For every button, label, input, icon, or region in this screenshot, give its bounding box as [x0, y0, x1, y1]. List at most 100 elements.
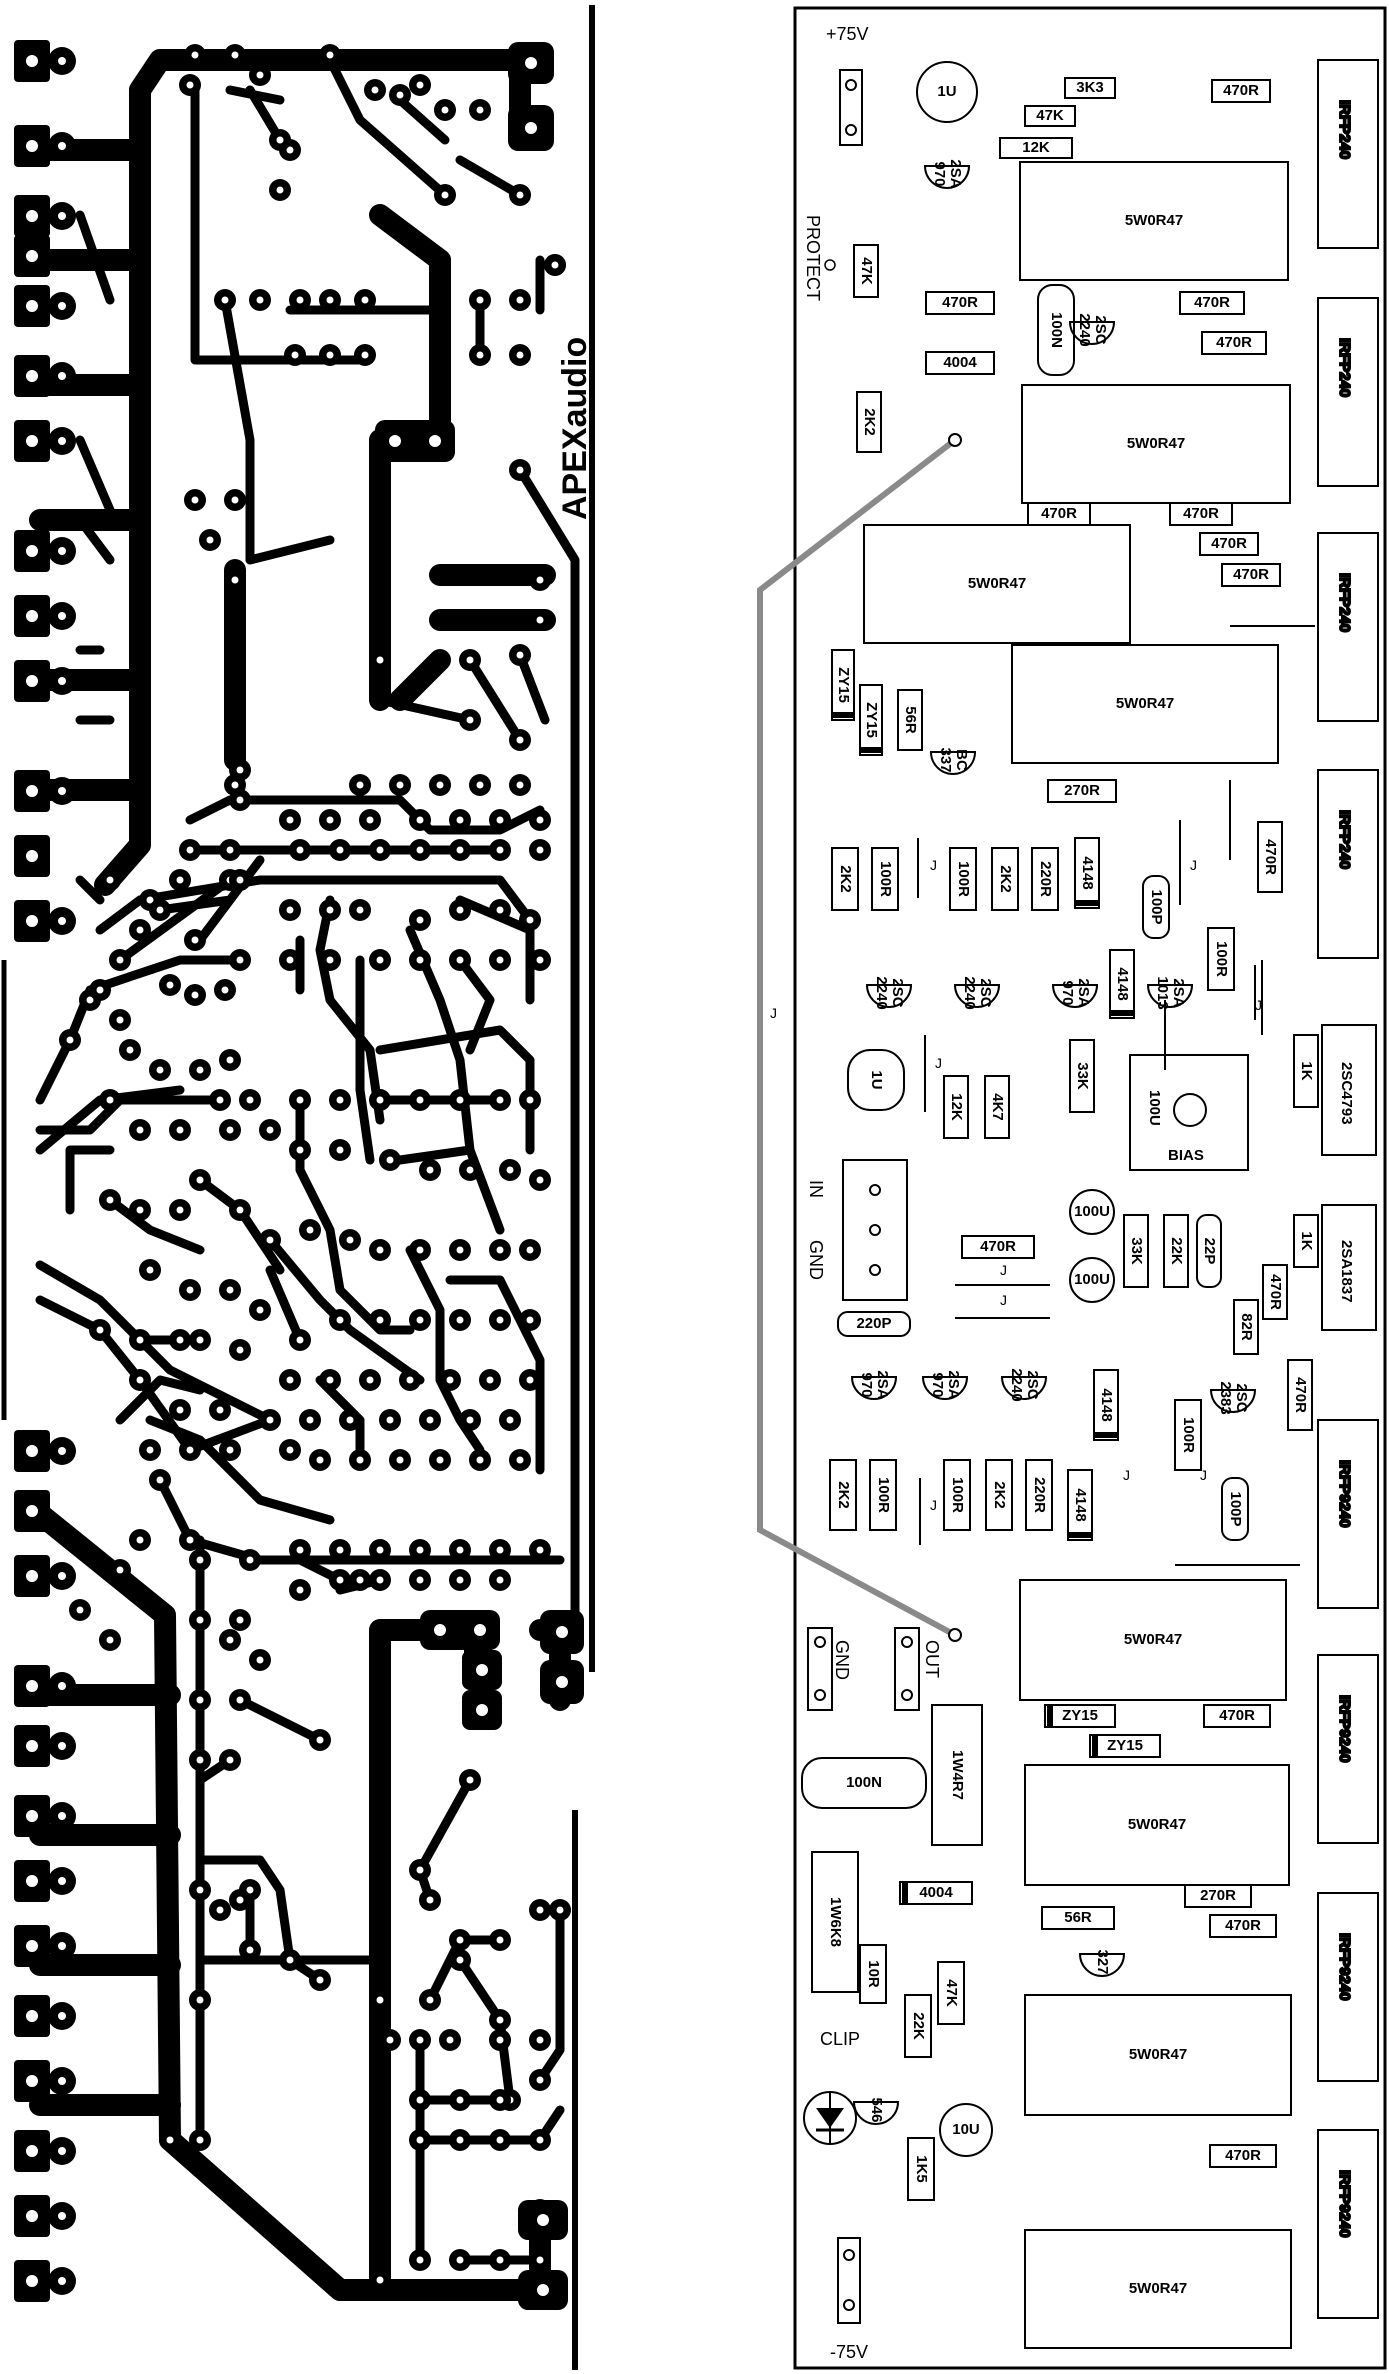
component-r22k_b[interactable]: 22K [904, 1994, 932, 2058]
component-r2k2_d[interactable]: 2K2 [829, 1459, 857, 1531]
component-t2sa970_d[interactable]: 2SA970 [921, 1370, 969, 1400]
component-r100_d[interactable]: 100R [1174, 1399, 1202, 1471]
component-r220_a[interactable]: 220R [1031, 847, 1059, 911]
component-zy15_a[interactable]: ZY15 [831, 649, 855, 721]
component-res5w_5[interactable]: 5W0R47 [1019, 1579, 1287, 1701]
component-r470_d[interactable]: 470R [1201, 331, 1267, 355]
component-c10u[interactable]: 10U [939, 2103, 993, 2157]
component-t2sc2240_d[interactable]: 2SC2240 [1000, 1368, 1048, 1402]
component-t2sc2240_a[interactable]: 2SC2240 [1068, 313, 1116, 347]
component-r4k7[interactable]: 4K7 [984, 1075, 1010, 1139]
component-zy15_b[interactable]: ZY15 [859, 684, 883, 756]
component-r100_a[interactable]: 100R [871, 847, 899, 911]
component-res5w_7[interactable]: 5W0R47 [1024, 1994, 1292, 2116]
component-r470_b[interactable]: 470R [925, 291, 995, 315]
component-t2sc2383[interactable]: 2SC2383 [1209, 1381, 1257, 1415]
component-r220_b[interactable]: 220R [1025, 1459, 1053, 1531]
component-j_h[interactable]: J [930, 1497, 937, 1513]
component-c220p[interactable]: 220P [837, 1311, 911, 1337]
component-c100n_b[interactable]: 100N [801, 1757, 927, 1809]
mosfet-irfp240-1[interactable]: IRFP240 [1317, 59, 1379, 249]
component-t2sa970_c[interactable]: 2SA970 [850, 1370, 898, 1400]
component-d4148_d[interactable]: 4148 [1067, 1469, 1093, 1541]
component-r2k2_c[interactable]: 2K2 [991, 847, 1019, 911]
component-t546[interactable]: 546 [852, 2097, 900, 2125]
component-r470_l[interactable]: 470R [1287, 1359, 1313, 1431]
component-t2sa970_a[interactable]: 2SA970 [923, 159, 971, 189]
component-r56_a[interactable]: 56R [897, 689, 923, 751]
component-t2sc2240_c[interactable]: 2SC2240 [953, 976, 1001, 1010]
component-r100_f[interactable]: 100R [943, 1459, 971, 1531]
component-zy15_d[interactable]: ZY15 [1089, 1734, 1161, 1758]
component-r100_b[interactable]: 100R [949, 847, 977, 911]
component-r1k5[interactable]: 1K5 [907, 2137, 935, 2201]
component-c100p_a[interactable]: 100P [1142, 875, 1170, 939]
component-r47k_b[interactable]: 47K [853, 244, 879, 298]
component-r1k_b[interactable]: 1K [1293, 1214, 1319, 1268]
component-r33k_b[interactable]: 33K [1123, 1214, 1149, 1288]
component-r2k2_b[interactable]: 2K2 [831, 847, 859, 911]
component-r470_a[interactable]: 470R [1211, 79, 1271, 103]
mosfet-irfp9240-5[interactable]: IRFP9240 [1317, 1419, 1379, 1609]
component-r470_e[interactable]: 470R [1027, 502, 1091, 526]
component-j_b[interactable]: J [1190, 857, 1197, 873]
component-r470_g[interactable]: 470R [1199, 532, 1259, 556]
component-r56_b[interactable]: 56R [1041, 1906, 1115, 1930]
component-j_a[interactable]: J [930, 857, 937, 873]
mosfet-irfp9240-6[interactable]: IRFP9240 [1317, 1654, 1379, 1844]
component-r2k2_e[interactable]: 2K2 [985, 1459, 1013, 1531]
component-r100_c[interactable]: 100R [1207, 927, 1235, 991]
component-r47k_a[interactable]: 47K [1024, 105, 1076, 127]
component-c1u_a[interactable]: 1U [916, 61, 978, 123]
component-d4004_b[interactable]: 4004 [899, 1881, 973, 1905]
mosfet-irfp9240-8[interactable]: IRFP9240 [1317, 2129, 1379, 2319]
component-r22k_a[interactable]: 22K [1163, 1214, 1189, 1288]
component-r1k_a[interactable]: 1K [1293, 1034, 1319, 1108]
component-res5w_4[interactable]: 5W0R47 [1011, 644, 1279, 764]
component-res5w_6[interactable]: 5W0R47 [1024, 1764, 1290, 1886]
component-j_f[interactable]: J [1000, 1292, 1007, 1308]
component-zy15_c[interactable]: ZY15 [1044, 1704, 1116, 1728]
component-j_c[interactable]: J [1255, 997, 1262, 1013]
component-j_d[interactable]: J [935, 1055, 942, 1071]
component-r470_o[interactable]: 470R [1209, 2144, 1277, 2168]
component-t2sa1013[interactable]: 2SA1013 [1146, 976, 1194, 1010]
component-r270_a[interactable]: 270R [1047, 779, 1117, 803]
component-r1w4r7[interactable]: 1W4R7 [931, 1704, 983, 1846]
component-c1u_b[interactable]: 1U [847, 1049, 905, 1111]
component-r470_f[interactable]: 470R [1169, 502, 1233, 526]
component-res5w_1[interactable]: 5W0R47 [1019, 161, 1289, 281]
component-c100u_b[interactable]: 100U [1069, 1257, 1115, 1303]
component-res5w_3[interactable]: 5W0R47 [863, 524, 1131, 644]
component-r47k_c[interactable]: 47K [937, 1961, 965, 2025]
component-r470_k[interactable]: 470R [1262, 1264, 1288, 1320]
component-r2k2_a[interactable]: 2K2 [856, 391, 882, 453]
component-res5w_8[interactable]: 5W0R47 [1024, 2229, 1292, 2349]
component-r82[interactable]: 82R [1233, 1299, 1259, 1355]
component-j_i[interactable]: J [1200, 1467, 1207, 1483]
component-d4148_b[interactable]: 4148 [1109, 949, 1135, 1019]
component-r270_b[interactable]: 270R [1184, 1884, 1252, 1908]
component-r470_c[interactable]: 470R [1179, 291, 1245, 315]
component-r10[interactable]: 10R [859, 1944, 887, 2004]
component-r12k[interactable]: 12K [999, 137, 1073, 159]
mosfet-irfp240-3[interactable]: IRFP240 [1317, 532, 1379, 722]
component-res5w_2[interactable]: 5W0R47 [1021, 384, 1291, 504]
component-tbc337[interactable]: BC337 [929, 747, 977, 775]
bias-pot[interactable]: 100U BIAS [1129, 1054, 1249, 1171]
component-t327[interactable]: 327 [1078, 1949, 1126, 1977]
component-d4148_c[interactable]: 4148 [1093, 1369, 1119, 1441]
component-r33k_a[interactable]: 33K [1069, 1039, 1095, 1113]
component-r470_j[interactable]: 470R [961, 1235, 1035, 1259]
component-d4148_a[interactable]: 4148 [1074, 837, 1100, 909]
mosfet-irfp9240-7[interactable]: IRFP9240 [1317, 1892, 1379, 2082]
component-c100u_a[interactable]: 100U [1069, 1189, 1115, 1235]
component-r470_i[interactable]: 470R [1257, 821, 1283, 893]
component-r470_m[interactable]: 470R [1203, 1704, 1271, 1728]
component-r12k_b[interactable]: 12K [943, 1075, 969, 1139]
component-j_g[interactable]: J [1123, 1467, 1130, 1483]
component-d4004_a[interactable]: 4004 [925, 351, 995, 375]
component-r1w6k8[interactable]: 1W6K8 [811, 1851, 859, 1993]
component-t2sa970_b[interactable]: 2SA970 [1051, 978, 1099, 1008]
mosfet-irfp240-4[interactable]: IRFP240 [1317, 769, 1379, 959]
